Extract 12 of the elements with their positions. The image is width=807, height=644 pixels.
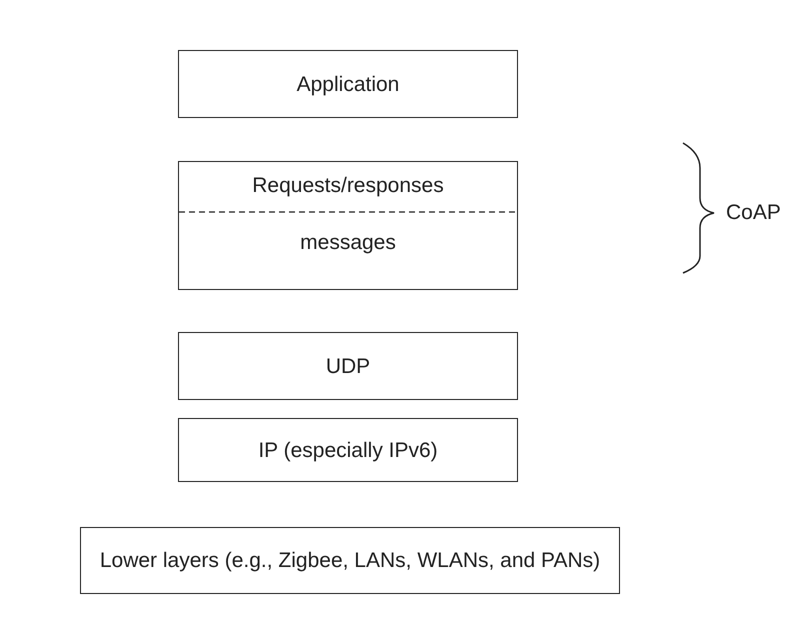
layer-label: IP (especially IPv6) <box>258 439 438 463</box>
layer-label: messages <box>300 231 396 255</box>
layer-label: UDP <box>326 355 370 379</box>
layer-box <box>178 332 518 400</box>
layer-label: Requests/responses <box>252 174 444 198</box>
group-label: CoAP <box>726 201 781 225</box>
layer-label: Lower layers (e.g., Zigbee, LANs, WLANs, and PANs) <box>100 549 600 573</box>
layer-box <box>80 527 620 594</box>
layer-label: Application <box>296 73 400 97</box>
layer-box <box>178 161 518 290</box>
layer-box <box>178 50 518 118</box>
layer-box <box>178 418 518 482</box>
